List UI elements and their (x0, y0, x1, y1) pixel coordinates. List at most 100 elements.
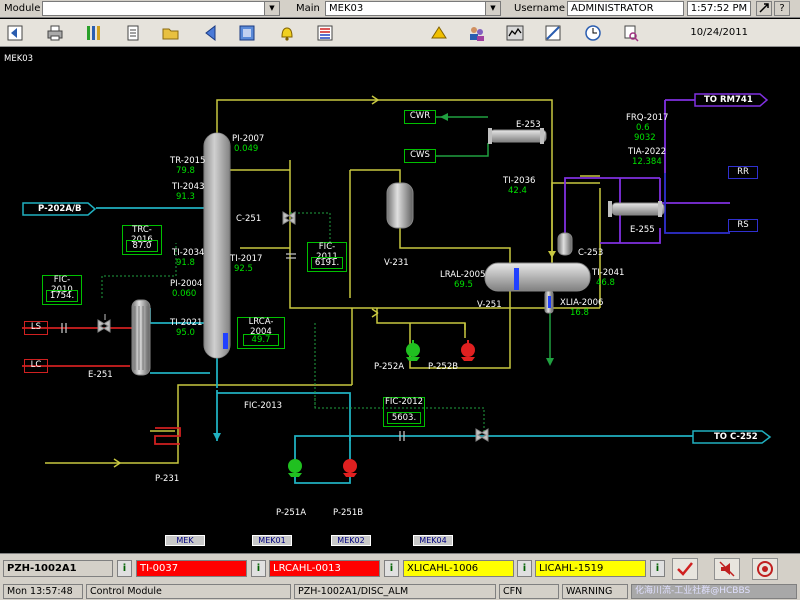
pump-p251a[interactable] (288, 459, 302, 477)
e255-label: E-255 (630, 225, 655, 235)
p252b-label: P-252B (428, 362, 459, 372)
pump-p252a[interactable] (406, 340, 420, 361)
cws-box[interactable]: CWS (404, 149, 436, 163)
faceplate-icon[interactable] (236, 22, 258, 44)
document-icon[interactable] (122, 22, 144, 44)
nav-mek[interactable]: MEK (165, 535, 205, 546)
watermark: 化海川流-工业社群@HCBBS (631, 584, 797, 599)
logoff-icon[interactable] (756, 1, 772, 16)
alarm-info-button-2[interactable]: i (251, 560, 266, 577)
column-c253[interactable] (557, 232, 573, 256)
chevron-down-icon[interactable]: ▼ (264, 2, 279, 15)
p251a-label: P-251A (276, 508, 307, 518)
control-valve-fic2012[interactable] (475, 428, 489, 442)
tag-fic2010[interactable]: FIC-2010 1754. (42, 275, 82, 305)
c253-label: C-253 (578, 248, 604, 258)
tag-fic2012[interactable]: FIC-2012 5603. (383, 397, 425, 427)
tag-trc2016[interactable]: TRC-2016 87.0 (122, 225, 162, 255)
pump-p251b[interactable] (343, 459, 357, 477)
back-arrow-icon[interactable] (4, 22, 26, 44)
vessel-v231[interactable] (386, 182, 414, 229)
tag-lrca2004[interactable]: LRCA-2004 49.7 (237, 317, 285, 349)
condenser-e253[interactable] (488, 128, 547, 144)
trend-icon[interactable] (504, 22, 526, 44)
alarm-info-button-4[interactable]: i (517, 560, 532, 577)
silence-horn-icon[interactable] (714, 558, 740, 580)
p231-label: P-231 (155, 474, 180, 484)
cwr-box[interactable]: CWR (404, 110, 436, 124)
rr-box[interactable]: RR (728, 166, 758, 179)
nav-mek02[interactable]: MEK02 (331, 535, 371, 546)
p202ab-label: P-202A/B (38, 204, 82, 214)
alarm-info-button-3[interactable]: i (384, 560, 399, 577)
nav-mek04[interactable]: MEK04 (413, 535, 453, 546)
tag-ti2021[interactable]: TI-2021 95.0 (170, 318, 203, 338)
alarm-list-icon[interactable] (314, 22, 336, 44)
alarm-slot-3[interactable]: XLICAHL-1006 (403, 560, 514, 577)
tag-lral2005[interactable]: LRAL-2005 69.5 (440, 270, 486, 290)
deltav-logo-icon[interactable] (428, 22, 450, 44)
status-code: CFN (499, 584, 559, 599)
arrow-p202ab[interactable] (22, 202, 97, 216)
top-bar: Module ▼ Main MEK03 ▼ Username ADMINISTR… (0, 0, 800, 18)
to-c252-label: TO C-252 (714, 432, 758, 442)
tag-pi2004[interactable]: PI-2004 0.060 (170, 279, 203, 299)
module-select[interactable]: ▼ (42, 1, 280, 16)
tag-frq2017[interactable]: FRQ-2017 0.6 9032 (626, 113, 669, 143)
heater-p231[interactable] (154, 427, 181, 445)
reboiler-e251[interactable] (131, 299, 151, 376)
username-field: ADMINISTRATOR (567, 1, 684, 16)
previous-display-icon[interactable] (200, 22, 222, 44)
tag-ti2041[interactable]: TI-2041 46.8 (592, 268, 625, 288)
e253-label: E-253 (516, 120, 541, 130)
date-display: 10/24/2011 (690, 27, 748, 38)
print-preview-icon[interactable] (620, 22, 642, 44)
process-lines (22, 95, 755, 484)
help-icon[interactable]: ? (774, 1, 790, 16)
rs-box[interactable]: RS (728, 219, 758, 232)
fic2013-label: FIC-2013 (244, 401, 283, 411)
tag-ti2017[interactable]: TI-2017 92.5 (230, 254, 263, 274)
alarm-info-button-5[interactable]: i (650, 560, 665, 577)
drum-v251[interactable] (484, 262, 591, 314)
control-valve-fic2010[interactable] (97, 314, 111, 333)
exchanger-e255[interactable] (608, 201, 665, 217)
alarm-info-button-1[interactable]: i (117, 560, 132, 577)
status-type: Control Module (86, 584, 291, 599)
tag-ti2036[interactable]: TI-2036 42.4 (503, 176, 536, 196)
tag-pi2007[interactable]: PI-2007 0.049 (232, 134, 265, 154)
alarm-slot-4[interactable]: LICAHL-1519 (535, 560, 646, 577)
tag-xlia2006[interactable]: XLIA-2006 16.8 (560, 298, 604, 318)
users-icon[interactable] (466, 22, 488, 44)
pump-p252b[interactable] (461, 340, 475, 361)
main-select[interactable]: MEK03 ▼ (325, 1, 501, 16)
chevron-down-icon[interactable]: ▼ (485, 2, 500, 15)
alarm-banner: PZH-1002A1 i TI-0037 i LRCAHL-0013 i XLI… (0, 553, 800, 600)
alarm-horn-icon[interactable] (752, 558, 778, 580)
clock-icon[interactable] (582, 22, 604, 44)
acknowledge-icon[interactable] (672, 558, 698, 580)
ls-box[interactable]: LS (24, 321, 48, 335)
control-valve-fic2011[interactable] (282, 211, 296, 225)
printer-icon[interactable] (44, 22, 66, 44)
v251-label: V-251 (477, 300, 502, 310)
folder-open-icon[interactable] (160, 22, 182, 44)
tag-tr2015[interactable]: TR-2015 79.8 (170, 156, 206, 176)
toolbar: 10/24/2011 (0, 19, 800, 47)
alarm-bell-icon[interactable] (276, 22, 298, 44)
arrow-to-c252[interactable] (692, 430, 772, 444)
column-c251[interactable] (203, 132, 231, 359)
database-icon[interactable] (82, 22, 104, 44)
diagnostics-icon[interactable] (542, 22, 564, 44)
tag-ti2043[interactable]: TI-2043 91.3 (172, 182, 205, 202)
alarm-slot-1[interactable]: TI-0037 (136, 560, 247, 577)
tag-ti2034[interactable]: TI-2034 91.8 (172, 248, 205, 268)
status-level: WARNING (562, 584, 628, 599)
tag-fic2011[interactable]: FIC-2011 6191. (307, 242, 347, 272)
nav-mek01[interactable]: MEK01 (252, 535, 292, 546)
p251b-label: P-251B (333, 508, 364, 518)
alarm-slot-2[interactable]: LRCAHL-0013 (269, 560, 380, 577)
tag-tia2022[interactable]: TIA-2022 12.384 (628, 147, 667, 167)
arrow-to-rm741[interactable] (694, 93, 769, 107)
lc-box[interactable]: LC (24, 359, 48, 373)
